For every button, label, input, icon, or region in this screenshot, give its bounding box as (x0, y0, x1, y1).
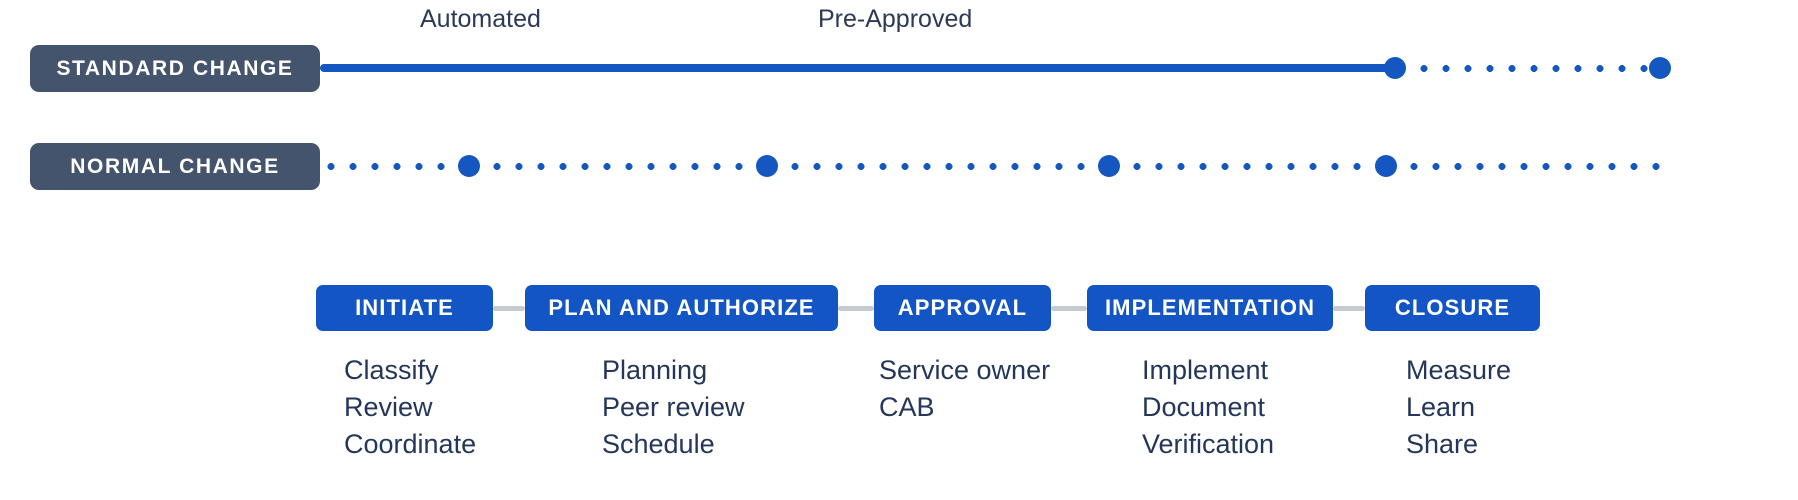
normal-change-dotted-segment-5 (1403, 162, 1667, 170)
normal-change-node-dot-2[interactable] (756, 155, 778, 177)
normal-change-dotted-segment-1 (320, 162, 452, 170)
stage-box-implementation[interactable]: IMPLEMENTATION (1087, 285, 1333, 331)
stage-box-approval-label: APPROVAL (897, 295, 1028, 320)
list-item: Service owner (879, 355, 1051, 385)
stage-connector-3 (1051, 306, 1087, 311)
caption-automated: Automated (420, 5, 541, 33)
normal-change-dotted-segment-2 (486, 162, 750, 170)
standard-change-node-dot-1[interactable] (1384, 57, 1406, 79)
list-item: Planning (602, 355, 708, 385)
stage-box-approval[interactable]: APPROVAL (874, 285, 1051, 331)
stage-box-initiate-label: INITIATE (355, 295, 454, 320)
list-item: Document (1142, 392, 1266, 422)
process-stage-chain: INITIATE PLAN AND AUTHORIZE APPROVAL IMP… (0, 285, 1798, 333)
standard-change-node-dot-2[interactable] (1649, 57, 1671, 79)
stage-box-plan-and-authorize-label: PLAN AND AUTHORIZE (548, 295, 815, 320)
list-item: Review (344, 392, 433, 422)
list-item: Verification (1142, 429, 1275, 459)
list-item: Measure (1406, 355, 1512, 385)
stage-connector-4 (1333, 306, 1365, 311)
list-item: Learn (1406, 392, 1476, 422)
change-row-normal-change: NORMAL CHANGE (0, 143, 1798, 203)
normal-change-node-dot-1[interactable] (458, 155, 480, 177)
stage-list-implementation: Implement Document Verification (1142, 352, 1274, 463)
stage-box-implementation-label: IMPLEMENTATION (1104, 295, 1316, 320)
stage-list-initiate: Classify Review Coordinate (344, 352, 476, 463)
stage-list-approval: Service owner CAB (879, 352, 1050, 426)
list-item: Classify (344, 355, 439, 385)
list-item: Peer review (602, 392, 745, 422)
list-item: Share (1406, 429, 1479, 459)
stage-box-plan-and-authorize[interactable]: PLAN AND AUTHORIZE (525, 285, 838, 331)
stage-list-plan-and-authorize: Planning Peer review Schedule (602, 352, 745, 463)
list-item: Schedule (602, 429, 715, 459)
normal-change-dotted-segment-4 (1126, 162, 1368, 170)
normal-change-node-dot-3[interactable] (1098, 155, 1120, 177)
list-item: Coordinate (344, 429, 477, 459)
standard-change-solid-segment (320, 64, 1395, 72)
stage-connector-2 (838, 306, 874, 311)
normal-change-node-dot-4[interactable] (1375, 155, 1397, 177)
standard-change-track: Automated Pre-Approved (320, 5, 1680, 92)
stage-box-initiate[interactable]: INITIATE (316, 285, 493, 331)
normal-change-pill-label: NORMAL CHANGE (70, 154, 280, 178)
change-row-standard-change: STANDARD CHANGE Automated Pre-Approved (0, 5, 1798, 105)
normal-change-track (320, 143, 1680, 190)
standard-change-pill-label: STANDARD CHANGE (56, 56, 294, 80)
list-item: CAB (879, 392, 935, 422)
standard-change-dotted-segment (1413, 64, 1655, 72)
stage-box-closure-label: CLOSURE (1394, 295, 1511, 320)
stage-connector-1 (493, 306, 525, 311)
standard-change-pill[interactable]: STANDARD CHANGE (30, 45, 320, 92)
stage-box-closure[interactable]: CLOSURE (1365, 285, 1540, 331)
stage-list-closure: Measure Learn Share (1406, 352, 1511, 463)
normal-change-dotted-segment-3 (784, 162, 1092, 170)
caption-pre-approved: Pre-Approved (818, 5, 973, 33)
list-item: Implement (1142, 355, 1269, 385)
normal-change-pill[interactable]: NORMAL CHANGE (30, 143, 320, 190)
